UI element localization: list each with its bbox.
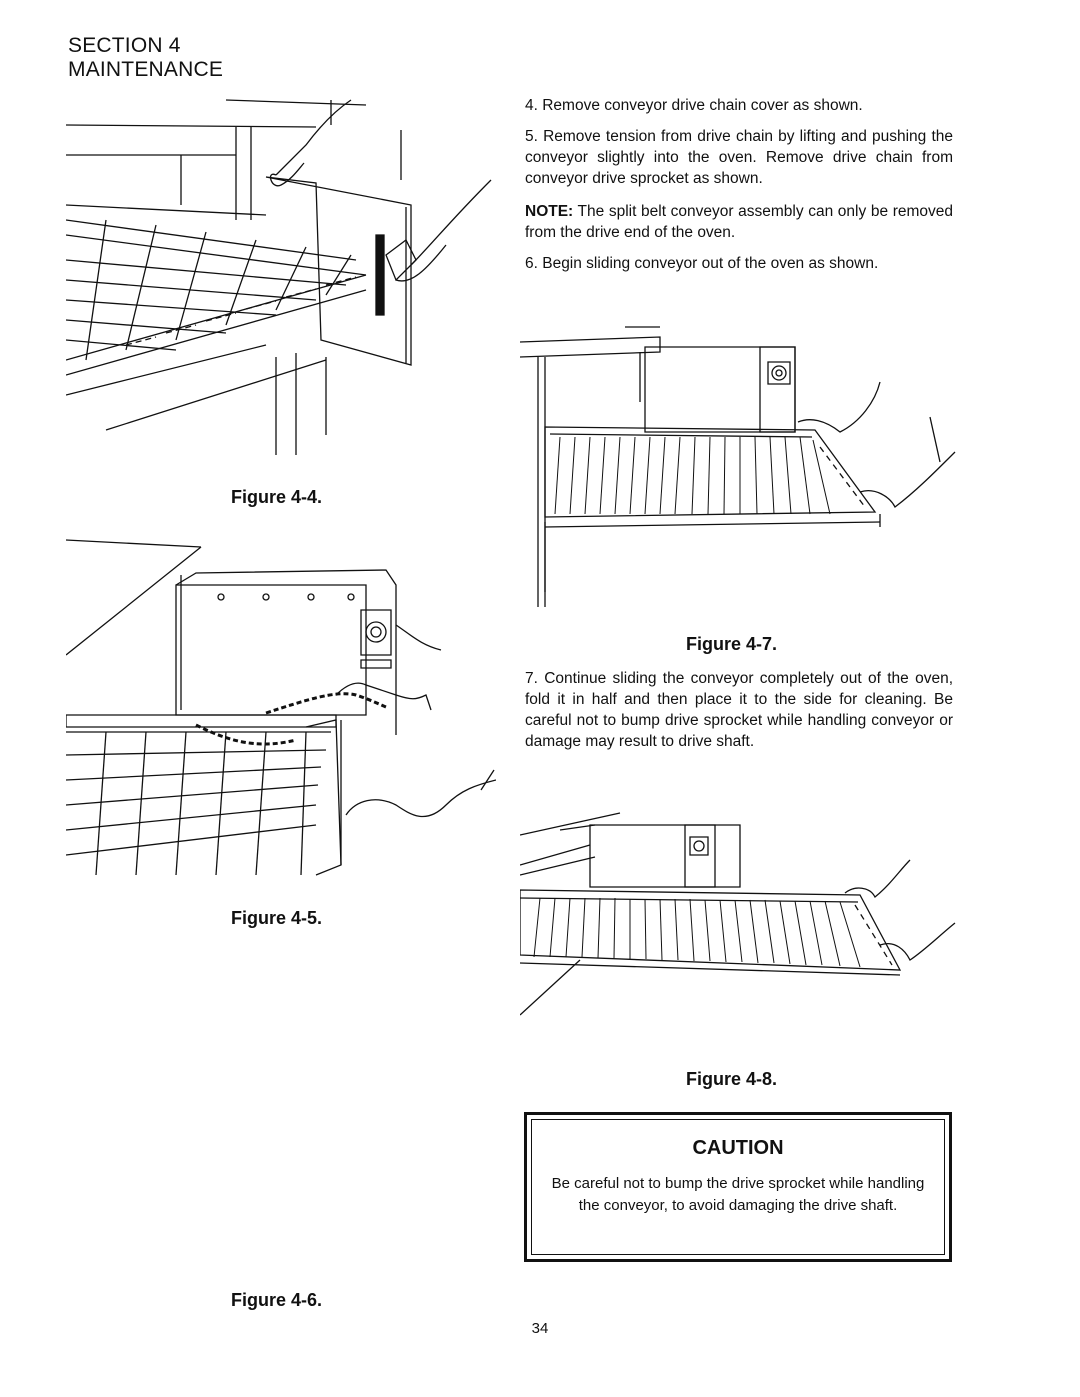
caution-inner-border	[531, 1119, 945, 1255]
step-6: 6. Begin sliding conveyor out of the ove…	[525, 255, 879, 272]
figure-4-8-caption: Figure 4-8.	[686, 1069, 778, 1089]
figure-4-8-illustration	[520, 805, 960, 1020]
caution-text: Be careful not to bump the drive sprocke…	[551, 1175, 925, 1214]
step-5: 5. Remove tension from drive chain by li…	[525, 128, 953, 187]
figure-4-4-illustration	[66, 95, 496, 465]
figure-4-5-illustration	[66, 535, 496, 880]
step-4: 4. Remove conveyor drive chain cover as …	[525, 97, 863, 114]
note-label: NOTE:	[525, 203, 574, 220]
note-text: The split belt conveyor assembly can onl…	[525, 203, 953, 241]
caution-box: CAUTION Be careful not to bump the drive…	[524, 1112, 952, 1262]
page-number: 34	[531, 1320, 549, 1337]
section-title: MAINTENANCE	[68, 58, 224, 81]
figure-4-6-caption: Figure 4-6.	[231, 1290, 323, 1310]
section-header: SECTION 4 MAINTENANCE	[68, 34, 223, 82]
figure-4-4-caption: Figure 4-4.	[231, 487, 323, 507]
caution-title: CAUTION	[692, 1137, 784, 1159]
figure-4-5-caption: Figure 4-5.	[231, 908, 323, 928]
figure-4-7-caption: Figure 4-7.	[686, 634, 778, 654]
note: NOTE: The split belt conveyor assembly c…	[525, 201, 953, 243]
figure-4-7-illustration	[520, 322, 960, 612]
step-7: 7. Continue sliding the conveyor complet…	[525, 670, 953, 750]
section-number: SECTION 4	[68, 34, 181, 57]
